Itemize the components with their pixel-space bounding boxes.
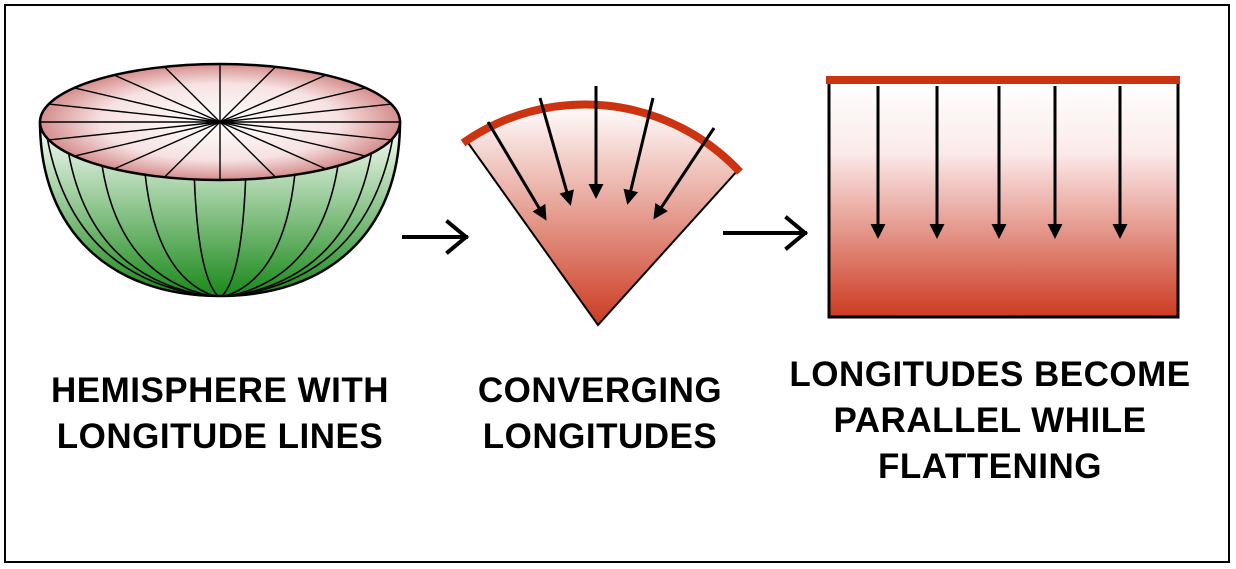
meridian-line [221,179,247,297]
rectangle-projection-icon [826,76,1180,319]
caption-line: LONGITUDES [482,417,718,456]
converging-arrow [486,121,547,221]
hemisphere-meridians [46,138,394,297]
sector-icon [460,86,743,327]
meridian-line [144,174,215,297]
meridian-line [193,179,219,297]
caption-line: LONGITUDE LINES [56,417,384,456]
meridian-line [225,174,296,297]
radial-line [219,66,277,123]
radial-line [219,74,327,123]
hemisphere-icon [38,62,402,298]
radial-line [219,121,327,170]
radial-line [219,103,392,123]
caption-line: FLATTENING [877,447,1103,486]
converging-arrow [623,97,655,205]
meridian-line [231,153,373,297]
radial-line [113,121,221,170]
meridian-line [46,138,207,297]
caption-hemisphere: HEMISPHERE WITH LONGITUDE LINES [10,368,430,460]
radial-line [219,121,392,141]
radial-line [113,74,221,123]
caption-line: PARALLEL WHILE [833,401,1147,440]
projection-rectangle [827,80,1180,319]
converging-arrow [653,127,716,220]
meridian-line [67,153,209,297]
arrow-right-icon [402,219,470,255]
hemisphere-radial-lines [40,64,400,180]
sector-arc [460,100,743,175]
radial-line [219,87,366,123]
meridian-line [229,165,339,297]
radial-line [74,87,221,123]
radial-line [163,66,221,123]
radial-line [219,121,277,178]
caption-converging: CONVERGING LONGITUDES [430,368,770,460]
radial-line [163,121,221,178]
meridian-line [233,138,394,297]
radial-line [219,121,366,157]
radial-line [48,103,221,123]
converging-arrows [486,86,716,221]
converging-arrow [538,97,574,206]
caption-line: HEMISPHERE WITH [50,371,390,410]
meridian-line [101,165,211,297]
radial-line [48,121,221,141]
radial-line [74,121,221,157]
parallel-arrows [870,86,1128,239]
arrow-right-icon [723,215,809,251]
caption-line: CONVERGING [477,371,723,410]
caption-parallel: LONGITUDES BECOME PARALLEL WHILE FLATTEN… [760,352,1220,490]
caption-line: LONGITUDES BECOME [789,355,1191,394]
